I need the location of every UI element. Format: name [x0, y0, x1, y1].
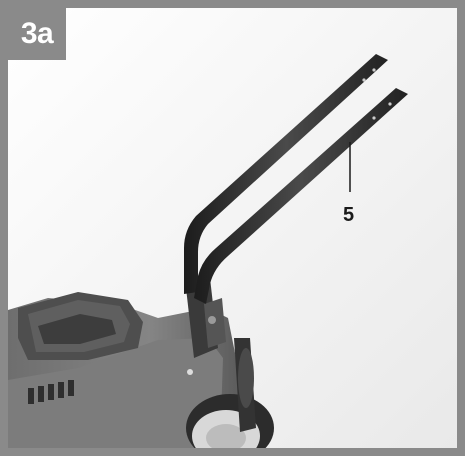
- figure-number-tab: 3a: [8, 8, 66, 60]
- mower-body: [8, 292, 244, 448]
- side-wheel: [234, 338, 256, 432]
- handle-bars: [184, 54, 408, 304]
- callout-label-5: 5: [343, 204, 355, 226]
- lawnmower-handle-photo: [8, 8, 457, 448]
